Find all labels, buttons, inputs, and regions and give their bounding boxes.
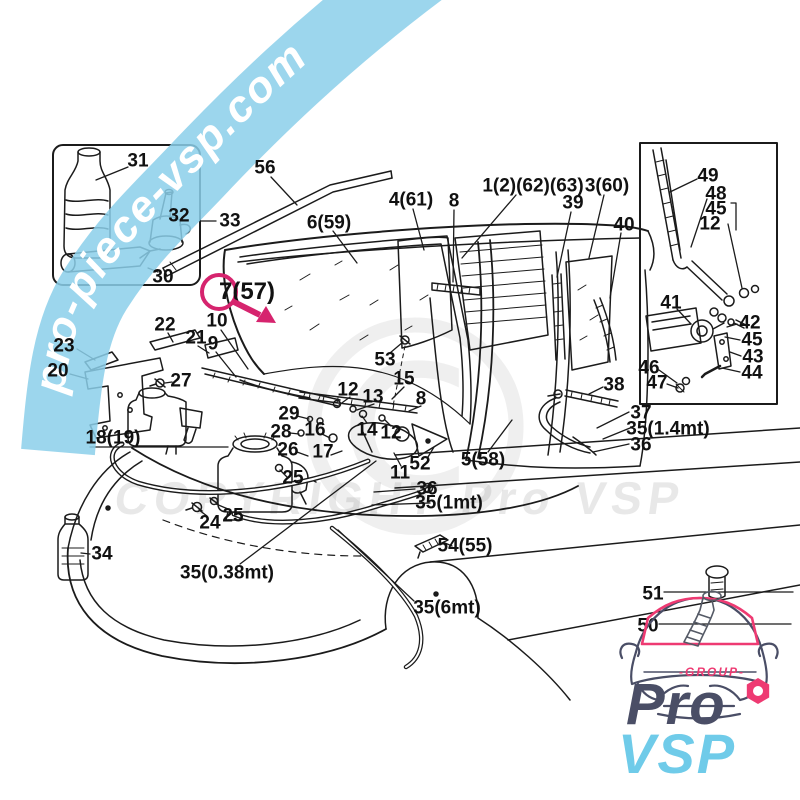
part-label-40: 40 bbox=[613, 214, 635, 236]
logo-bellows-part bbox=[683, 590, 722, 647]
part-label-16: 16 bbox=[304, 419, 326, 441]
leader-lines bbox=[69, 166, 794, 625]
a-pillar-trim bbox=[162, 170, 393, 277]
part-label-47: 47 bbox=[646, 372, 668, 394]
part-label-53: 53 bbox=[374, 349, 396, 371]
part-label-39: 39 bbox=[562, 192, 584, 214]
part-label-14: 14 bbox=[356, 419, 378, 441]
part-label-36-a: 36 bbox=[416, 478, 438, 500]
part-label-21: 21 bbox=[185, 327, 207, 349]
part-label-20: 20 bbox=[47, 360, 69, 382]
callout-circle bbox=[200, 273, 238, 311]
part-label-25-b: 25 bbox=[222, 505, 244, 527]
part-label-27: 27 bbox=[170, 370, 192, 392]
part-label-37: 37 bbox=[630, 402, 652, 424]
part-label-3-60: 3(60) bbox=[584, 175, 630, 197]
part-label-35-14mt: 35(1.4mt) bbox=[626, 418, 710, 440]
part-label-18-19: 18(19) bbox=[85, 427, 141, 449]
part-label-30: 30 bbox=[152, 266, 174, 288]
part-label-25-a: 25 bbox=[282, 467, 304, 489]
logo-windshield-outline bbox=[640, 596, 760, 646]
part-label-5-58: 5(58) bbox=[460, 449, 506, 471]
part-label-36-b: 36 bbox=[630, 434, 652, 456]
part-label-12-c: 12 bbox=[380, 422, 402, 444]
part-label-42: 42 bbox=[739, 312, 761, 334]
part-label-26: 26 bbox=[277, 439, 299, 461]
part-label-41: 41 bbox=[660, 292, 682, 314]
part-label-9: 9 bbox=[207, 333, 219, 355]
part-label-45-a: 45 bbox=[705, 198, 727, 220]
part-label-46: 46 bbox=[638, 357, 660, 379]
part-label-23: 23 bbox=[53, 335, 75, 357]
part-label-13: 13 bbox=[362, 386, 384, 408]
arrowhead-icon bbox=[256, 306, 276, 323]
part-label-24: 24 bbox=[199, 512, 221, 534]
part-label-6-59: 6(59) bbox=[306, 212, 352, 234]
part-label-45-b: 45 bbox=[741, 329, 763, 351]
part-label-56: 56 bbox=[254, 157, 276, 179]
logo-hex-nut-icon bbox=[746, 678, 770, 704]
part-label-29: 29 bbox=[278, 403, 300, 425]
part-label-43: 43 bbox=[742, 346, 764, 368]
part-label-7-57: 7(57) bbox=[218, 278, 276, 305]
part-label-12-b: 12 bbox=[337, 379, 359, 401]
part-label-34: 34 bbox=[91, 543, 113, 565]
provsp-logo: -GROUP- Pro VSP bbox=[608, 580, 788, 785]
part-label-32: 32 bbox=[168, 205, 190, 227]
part-label-54-55: 54(55) bbox=[437, 535, 493, 557]
part-label-33: 33 bbox=[219, 210, 241, 232]
part-label-35-038mt: 35(0.38mt) bbox=[180, 562, 274, 584]
part-label-38: 38 bbox=[603, 374, 625, 396]
logo-pro-text: Pro bbox=[626, 672, 726, 737]
van-body bbox=[201, 222, 800, 641]
part-label-15: 15 bbox=[393, 368, 415, 390]
part-label-11: 11 bbox=[389, 462, 411, 484]
part-label-1-2-62-63: 1(2)(62)(63) bbox=[482, 175, 584, 197]
part-label-8-mid: 8 bbox=[415, 388, 427, 410]
logo-group-label: -GROUP- bbox=[679, 665, 745, 679]
part-label-35-1mt: 35(1mt) bbox=[415, 492, 483, 514]
part-label-8-top: 8 bbox=[448, 190, 460, 212]
part-label-49: 49 bbox=[697, 165, 719, 187]
part-label-10: 10 bbox=[206, 310, 228, 332]
rear-wiper-box bbox=[639, 142, 778, 405]
car-front-end bbox=[57, 447, 579, 701]
part-label-48: 48 bbox=[705, 183, 727, 205]
part-label-17: 17 bbox=[312, 441, 334, 463]
part-label-44: 44 bbox=[741, 362, 763, 384]
part-label-28: 28 bbox=[270, 421, 292, 443]
part-label-51: 51 bbox=[642, 583, 664, 605]
part-label-22: 22 bbox=[154, 314, 176, 336]
part-label-4-61: 4(61) bbox=[388, 189, 434, 211]
part-label-35-6mt: 35(6mt) bbox=[413, 597, 481, 619]
part-label-31: 31 bbox=[127, 150, 149, 172]
reservoir-2 bbox=[109, 432, 434, 525]
part-label-12-a: 12 bbox=[699, 213, 721, 235]
logo-car-icon bbox=[619, 590, 779, 720]
part-label-52: 52 bbox=[409, 453, 431, 475]
logo-vsp-text: VSP bbox=[618, 722, 737, 785]
